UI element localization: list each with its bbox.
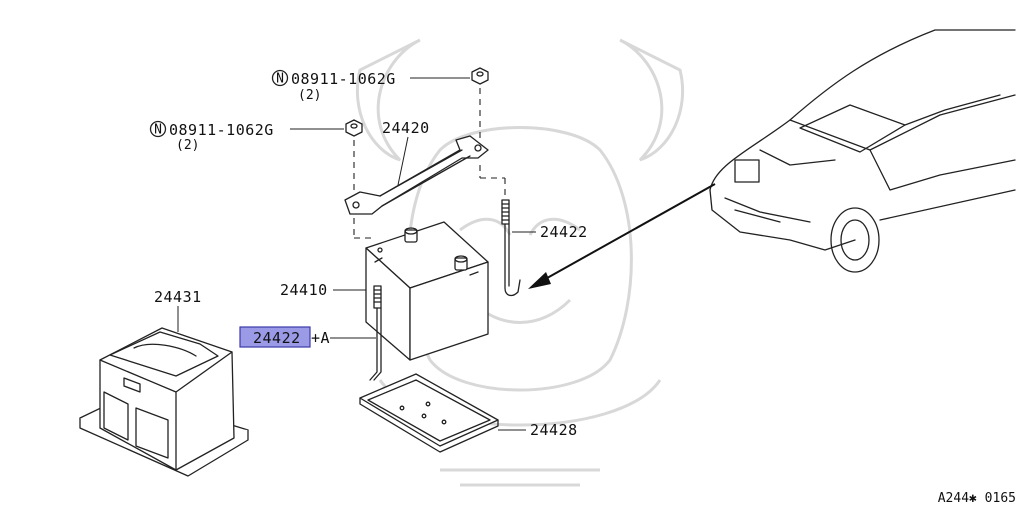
battery-tray[interactable] <box>359 373 499 453</box>
label-frame[interactable]: 24420 <box>382 119 430 137</box>
battery-cover[interactable] <box>79 327 249 477</box>
label-nut-left[interactable]: N 08911-1062G (2) <box>149 120 274 153</box>
label-battery[interactable]: 24410 <box>280 281 328 299</box>
battery-frame[interactable] <box>344 135 489 215</box>
highlight-rod-left <box>239 326 311 348</box>
nut-left-part-number: 08911-1062G <box>169 121 274 139</box>
battery-location-marker <box>734 159 760 183</box>
label-rod-right[interactable]: 24422 <box>540 223 588 241</box>
diagram-code: A244✱ 0165 <box>938 491 1016 506</box>
location-arrow <box>528 183 716 289</box>
nut-left-quantity: (2) <box>176 138 199 153</box>
label-tray[interactable]: 24428 <box>530 421 578 439</box>
label-nut-top[interactable]: N 08911-1062G (2) <box>271 69 396 103</box>
nut-top[interactable] <box>471 67 489 85</box>
nut-left[interactable] <box>345 119 363 137</box>
label-rod-left[interactable]: 24422 <box>253 329 301 347</box>
nut-top-prefix: N <box>276 72 284 87</box>
label-rod-left-suffix: +A <box>311 329 330 347</box>
nut-left-prefix: N <box>154 123 162 138</box>
car-illustration <box>709 29 1016 273</box>
rod-right[interactable] <box>501 199 521 297</box>
rod-left[interactable] <box>369 285 382 381</box>
battery[interactable] <box>365 221 489 361</box>
label-cover[interactable]: 24431 <box>154 288 202 306</box>
nut-top-part-number: 08911-1062G <box>291 70 396 88</box>
nut-top-quantity: (2) <box>298 88 321 103</box>
